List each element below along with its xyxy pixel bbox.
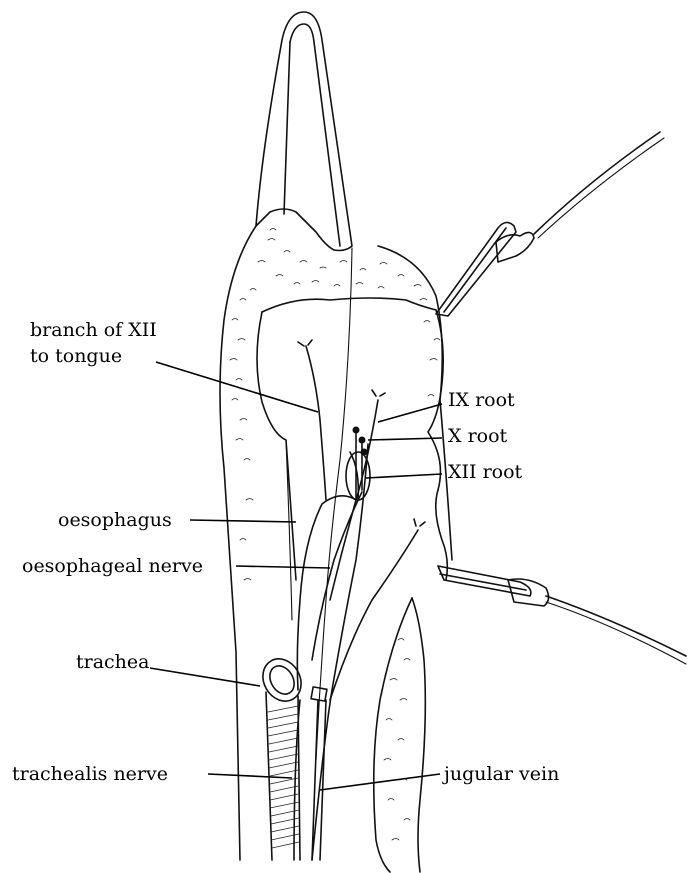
lower-forceps — [438, 566, 686, 664]
label-jugular-vein: jugular vein — [442, 763, 559, 785]
skin-stipple — [230, 229, 440, 581]
label-x-root: X root — [448, 425, 508, 447]
nerves — [294, 340, 425, 860]
label-oesophagus: oesophagus — [58, 509, 172, 531]
leader-xii-root — [366, 474, 442, 478]
label-xii-root: XII root — [448, 461, 523, 483]
upper-forceps — [436, 132, 664, 316]
label-trachealis-nerve: trachealis nerve — [12, 763, 168, 785]
label-trachea: trachea — [76, 651, 150, 673]
leader-trachealis-nerve — [208, 774, 292, 778]
leader-ix-root — [378, 404, 442, 422]
label-ix-root: IX root — [448, 389, 515, 411]
leader-oesophagus — [190, 520, 296, 522]
right-neck-flap — [374, 598, 426, 872]
leader-branch-xii — [156, 362, 318, 412]
labels: branch of XII to tongue IX root X root X… — [12, 319, 559, 785]
leader-oesophageal-nerve — [236, 566, 330, 568]
trachea-tube — [255, 652, 308, 860]
neck-skin — [220, 226, 452, 860]
beak — [256, 12, 352, 251]
oesophagus-tube — [286, 248, 352, 760]
leader-trachea — [150, 668, 260, 686]
label-branch-xii-line2: to tongue — [30, 345, 122, 367]
label-oesophageal-nerve: oesophageal nerve — [22, 555, 203, 577]
leader-x-root — [368, 438, 442, 440]
label-branch-xii-line1: branch of XII — [30, 319, 157, 341]
